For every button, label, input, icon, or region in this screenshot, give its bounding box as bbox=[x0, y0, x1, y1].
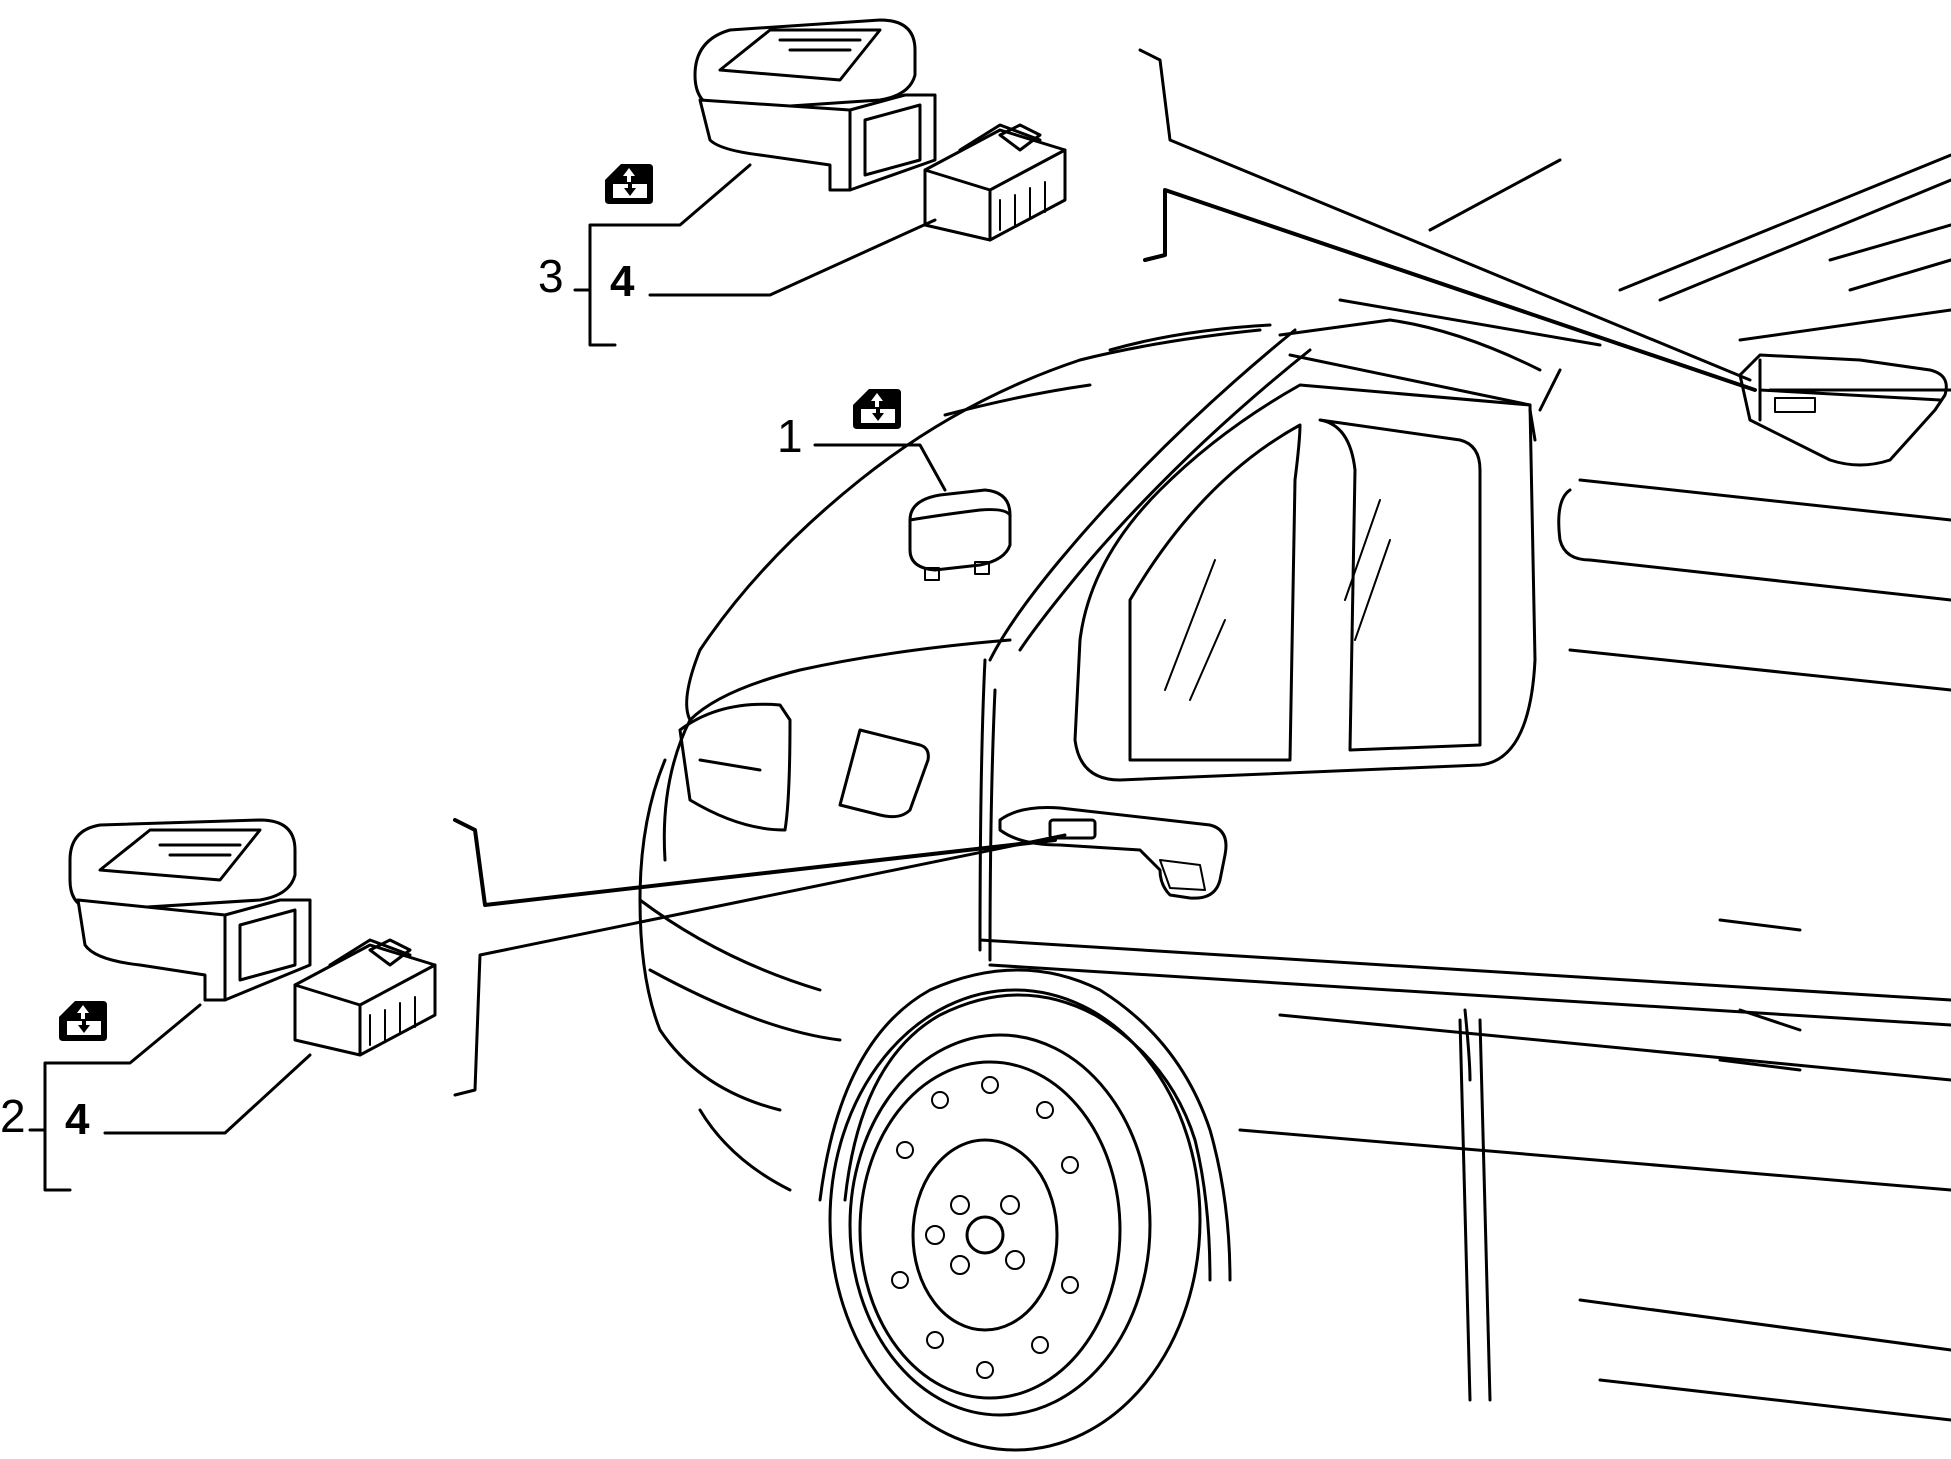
callout-item-1: 1 bbox=[777, 410, 803, 462]
callout-item-4-upper: 4 bbox=[610, 257, 635, 306]
part-3-window-switch bbox=[693, 18, 937, 192]
callout-item-2: 2 bbox=[0, 1090, 26, 1142]
window-lift-icon bbox=[853, 389, 901, 429]
window-lift-icon bbox=[59, 1001, 107, 1041]
part-2-window-switch bbox=[68, 818, 312, 1002]
part-4-connector-lower bbox=[293, 938, 437, 1057]
front-wheel bbox=[828, 988, 1202, 1452]
window-lift-icon bbox=[605, 164, 653, 204]
leader-lines bbox=[28, 48, 1757, 1192]
part-4-connector-upper bbox=[923, 123, 1067, 242]
van-body bbox=[638, 153, 1951, 1422]
part-1-relay bbox=[908, 488, 1012, 581]
callout-item-3: 3 bbox=[538, 250, 564, 302]
callout-item-4-lower: 4 bbox=[65, 1095, 90, 1144]
